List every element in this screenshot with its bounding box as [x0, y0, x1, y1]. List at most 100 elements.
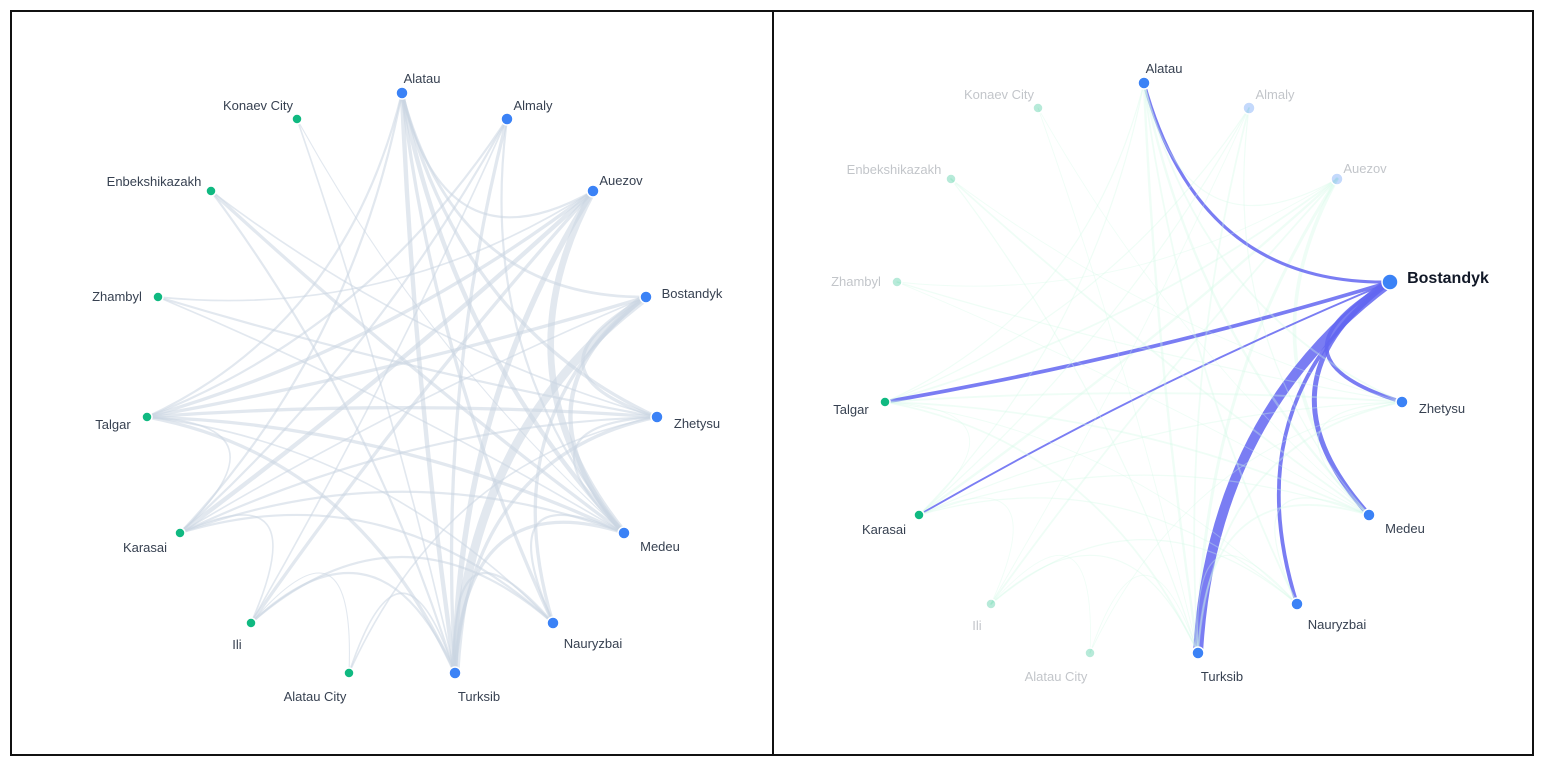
edge-turksib-ili [249, 572, 457, 675]
edge-alatau-nauryzbai [400, 91, 555, 625]
node-label-zhetysu: Zhetysu [674, 416, 720, 431]
node-label-zhambyl: Zhambyl [831, 274, 881, 289]
edge-bostandyk-karasai [918, 281, 1391, 516]
edge-alatau-turksib [399, 90, 458, 676]
node-label-almaly: Almaly [513, 98, 553, 113]
node-almaly[interactable] [500, 112, 514, 126]
edge-turksib-ili [990, 554, 1199, 654]
node-label-nauryzbai: Nauryzbai [1308, 617, 1367, 632]
edge-konaev-turksib [1037, 107, 1199, 654]
edge-enbek-turksib [950, 178, 1199, 654]
edge-ili-alataucity [990, 555, 1091, 654]
node-enbek[interactable] [205, 185, 217, 197]
node-talgar[interactable] [141, 411, 153, 423]
edge-zhambyl-medeu [157, 296, 625, 534]
edge-zhetysu-medeu [572, 415, 659, 535]
node-label-ili: Ili [232, 637, 242, 652]
node-auezov[interactable] [1330, 172, 1344, 186]
edge-alatau-talgar [884, 82, 1145, 403]
node-zhambyl[interactable] [152, 291, 164, 303]
node-label-turksib: Turksib [1201, 669, 1243, 684]
edge-alatau-talgar [145, 91, 404, 419]
edge-bostandyk-zhetysu [581, 295, 659, 419]
edge-nauryzbai-karasai [918, 497, 1298, 605]
node-zhetysu[interactable] [1395, 395, 1409, 409]
edge-almaly-ili [990, 107, 1250, 605]
node-konaev[interactable] [1032, 102, 1044, 114]
node-nauryzbai[interactable] [546, 616, 560, 630]
edge-almaly-talgar [884, 107, 1250, 403]
edge-nauryzbai-karasai [178, 513, 555, 625]
edge-turksib-talgar [145, 415, 457, 675]
node-label-ili: Ili [972, 618, 982, 633]
edge-karasai-ili [179, 514, 274, 624]
edge-almaly-karasai [918, 107, 1250, 516]
edge-zhetysu-talgar [884, 392, 1403, 403]
edge-nauryzbai-ili [249, 555, 555, 625]
node-label-konaev: Konaev City [964, 87, 1035, 102]
node-label-zhambyl: Zhambyl [92, 289, 142, 304]
node-turksib[interactable] [1191, 646, 1205, 660]
node-alatau[interactable] [1137, 76, 1151, 90]
node-medeu[interactable] [1362, 508, 1376, 522]
node-label-karasai: Karasai [862, 522, 906, 537]
edge-konaev-medeu [1037, 107, 1370, 516]
node-auezov[interactable] [586, 184, 600, 198]
node-talgar[interactable] [879, 396, 891, 408]
node-zhambyl[interactable] [891, 276, 903, 288]
node-ili[interactable] [245, 617, 257, 629]
edge-zhetysu-medeu [1317, 401, 1403, 516]
node-alataucity[interactable] [1084, 647, 1096, 659]
node-zhetysu[interactable] [650, 410, 664, 424]
edge-karasai-ili [918, 497, 1014, 605]
edge-nauryzbai-talgar [884, 401, 1298, 605]
edge-bostandyk-nauryzbai [1276, 280, 1392, 606]
edge-alatau-turksib [1142, 81, 1200, 655]
node-bostandyk[interactable] [639, 290, 653, 304]
node-layer: AlatauAlmalyAuezovBostandykZhetysuMedeuN… [831, 61, 1489, 684]
edge-medeu-nauryzbai [1274, 497, 1370, 605]
edge-nauryzbai-talgar [146, 416, 554, 624]
node-nauryzbai[interactable] [1290, 597, 1304, 611]
edge-almaly-medeu [1243, 107, 1370, 516]
edge-enbek-medeu [950, 178, 1370, 516]
edge-zhambyl-auezov [157, 190, 594, 302]
edge-medeu-turksib [453, 520, 626, 675]
node-bostandyk[interactable] [1381, 273, 1399, 291]
node-layer: AlatauAlmalyAuezovBostandykZhetysuMedeuN… [92, 71, 723, 704]
edge-enbek-turksib [209, 189, 457, 675]
edge-alatau-zhetysu [1143, 82, 1403, 403]
edge-almaly-talgar [145, 117, 509, 419]
node-turksib[interactable] [448, 666, 462, 680]
edge-medeu-nauryzbai [530, 513, 626, 625]
edge-alatau-medeu [399, 90, 627, 536]
node-label-enbek: Enbekshikazakh [107, 174, 202, 189]
node-karasai[interactable] [174, 527, 186, 539]
edge-turksib-alataucity [1089, 574, 1199, 654]
node-enbek[interactable] [945, 173, 957, 185]
node-label-bostandyk: Bostandyk [1407, 270, 1489, 287]
edge-zhetysu-alataucity [348, 416, 658, 674]
edge-medeu-karasai [918, 474, 1370, 516]
node-alataucity[interactable] [343, 667, 355, 679]
edge-almaly-ili [250, 118, 508, 624]
panel-focused-network: AlatauAlmalyAuezovBostandykZhetysuMedeuN… [831, 61, 1489, 684]
edge-alatau-auezov [400, 91, 595, 219]
edge-zhambyl-medeu [896, 281, 1370, 516]
edge-turksib-alataucity [348, 592, 456, 674]
node-label-almaly: Almaly [1255, 87, 1295, 102]
node-konaev[interactable] [291, 113, 303, 125]
edge-konaev-medeu [296, 118, 625, 534]
node-ili[interactable] [985, 598, 997, 610]
node-karasai[interactable] [913, 509, 925, 521]
edge-zhetysu-karasai [178, 415, 659, 535]
node-alatau[interactable] [395, 86, 409, 100]
node-label-talgar: Talgar [833, 402, 869, 417]
node-almaly[interactable] [1242, 101, 1256, 115]
node-medeu[interactable] [617, 526, 631, 540]
node-label-talgar: Talgar [95, 417, 131, 432]
edge-nauryzbai-turksib [1196, 554, 1298, 654]
edge-enbek-zhetysu [210, 190, 658, 418]
node-label-auezov: Auezov [1343, 161, 1387, 176]
edge-auezov-ili [249, 189, 595, 625]
